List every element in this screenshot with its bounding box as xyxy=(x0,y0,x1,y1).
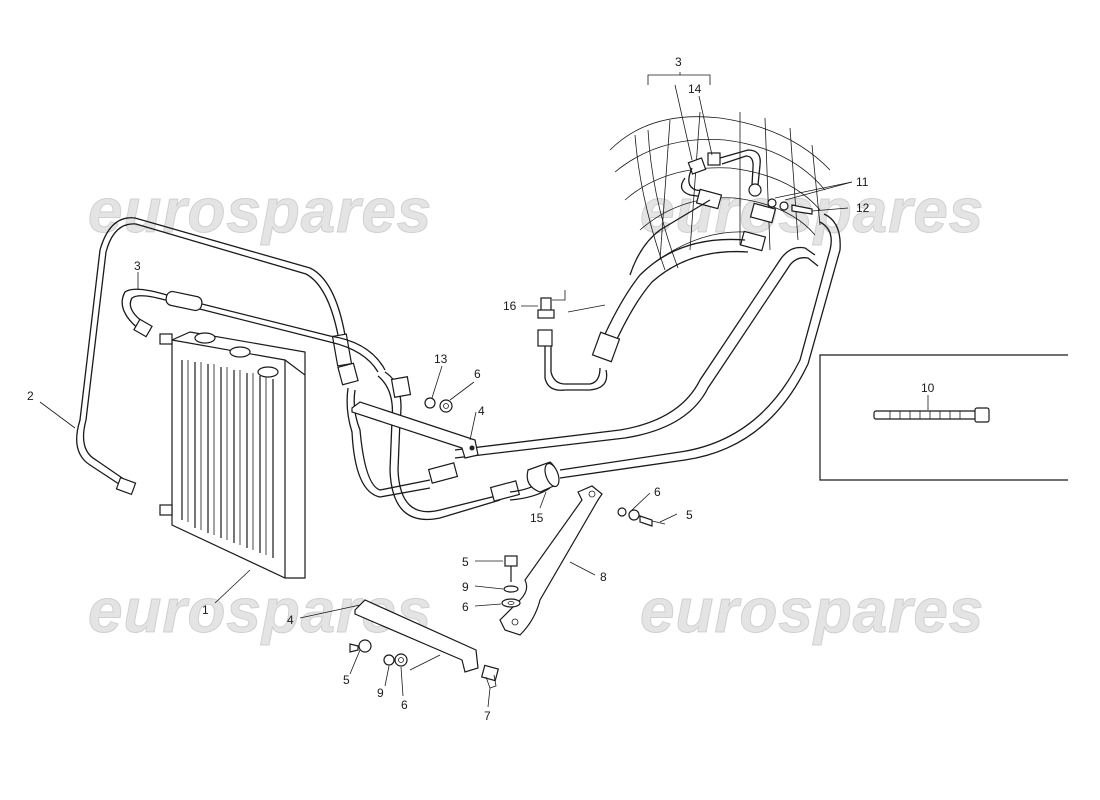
fastener-7 xyxy=(480,664,500,689)
sensor-16 xyxy=(537,290,608,391)
callout-11: 11 xyxy=(856,175,869,189)
flex-hose-upper xyxy=(591,199,749,363)
watermark-bottom-right: eurospares xyxy=(640,577,984,646)
fitting-right-washer xyxy=(748,183,762,197)
callout-3-top: 3 xyxy=(675,55,682,69)
callout-10: 10 xyxy=(921,381,935,395)
bracket-4-lower xyxy=(349,599,479,673)
support-arm-8 xyxy=(499,485,666,636)
bolt-stack-center xyxy=(501,555,521,608)
transmission-fittings xyxy=(680,149,813,252)
washer-11a xyxy=(767,198,777,208)
hose-union-c xyxy=(739,230,767,252)
oil-cooler xyxy=(159,331,306,579)
callout-9-lower: 9 xyxy=(377,686,384,700)
oil-pipe-2 xyxy=(76,217,359,496)
hose-3-left xyxy=(121,288,386,373)
transmission-housing xyxy=(609,111,831,271)
bracket-4-upper xyxy=(351,397,479,459)
callout-12: 12 xyxy=(856,201,870,215)
watermark-top-left: eurospares xyxy=(88,177,432,246)
callout-8: 8 xyxy=(600,570,607,584)
callout-3-left: 3 xyxy=(134,259,141,273)
bolt-5-head xyxy=(504,555,518,567)
callout-9-center: 9 xyxy=(462,580,469,594)
main-pipe-run xyxy=(346,213,841,520)
rubber-sleeve-15 xyxy=(526,461,560,493)
leader-lines xyxy=(39,72,853,708)
callout-1: 1 xyxy=(202,603,209,617)
callout-16: 16 xyxy=(503,299,517,313)
callout-2: 2 xyxy=(27,389,34,403)
callout-4-upper: 4 xyxy=(478,404,485,418)
callout-5-center: 5 xyxy=(462,555,469,569)
fitting-upper-left xyxy=(687,157,707,175)
callout-4-lower: 4 xyxy=(287,613,294,627)
washer-11b xyxy=(779,201,789,211)
callout-6-right: 6 xyxy=(654,485,661,499)
callout-labels: 1 2 3 3 4 4 5 5 5 6 6 6 6 7 8 9 9 10 11 … xyxy=(27,55,935,723)
callout-6-lower: 6 xyxy=(401,698,408,712)
callout-5-right: 5 xyxy=(686,508,693,522)
callout-15: 15 xyxy=(530,511,544,525)
callout-6-center: 6 xyxy=(462,600,469,614)
callout-5-lower: 5 xyxy=(343,673,350,687)
watermark-top-right: eurospares xyxy=(640,177,984,246)
cable-tie-inset xyxy=(819,354,1068,481)
callout-7: 7 xyxy=(484,709,491,723)
callout-14: 14 xyxy=(688,82,702,96)
hose-union-b xyxy=(749,202,777,224)
fitting-14 xyxy=(707,152,721,166)
bolt-12 xyxy=(791,204,813,215)
callout-6-upper: 6 xyxy=(474,367,481,381)
callout-13: 13 xyxy=(434,352,448,366)
